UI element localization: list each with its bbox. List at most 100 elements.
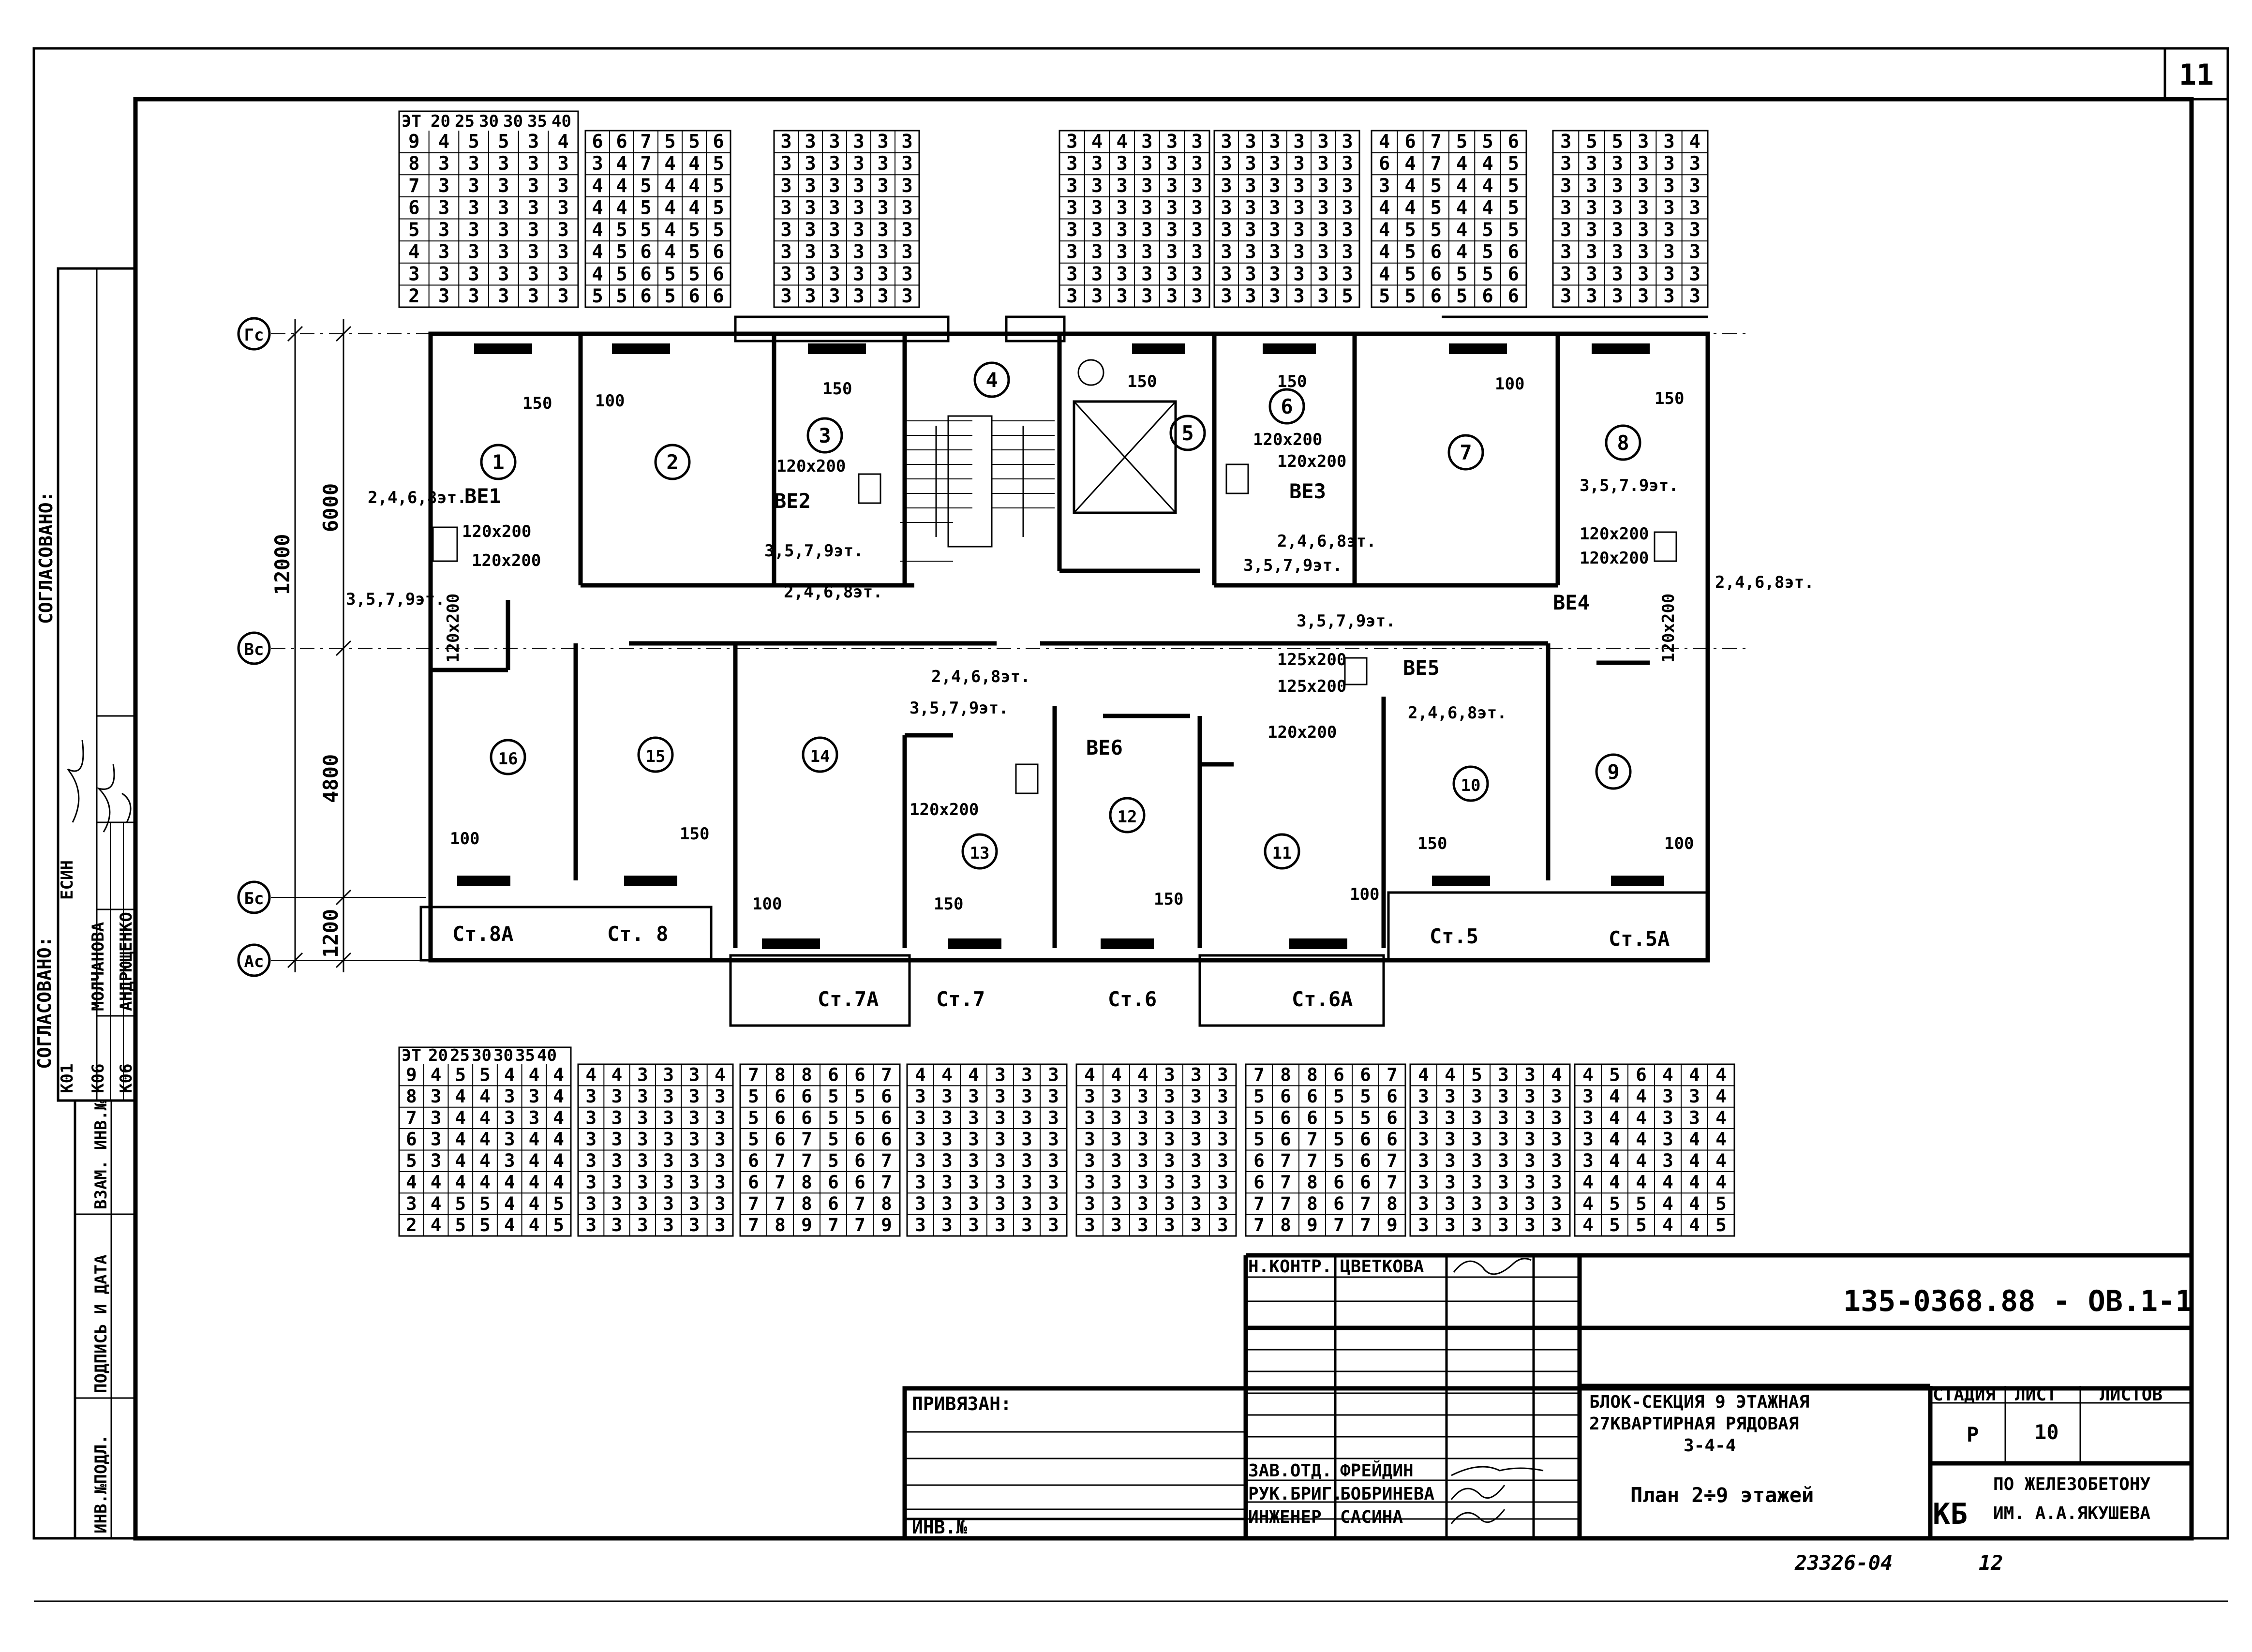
floor-table-bottom-cell: 3 <box>1418 1086 1429 1107</box>
floor-table-top-cell: 3 <box>1638 175 1649 197</box>
vent-duct <box>858 473 881 504</box>
floor-table-top-cell: 3 <box>1269 241 1280 263</box>
title-block: 135-0368.88 - ОВ.1-1 ПРИВЯЗАН: ИНВ.№ Н.К… <box>902 1253 2194 1541</box>
floor-table-top-cell: 5 <box>1586 131 1597 153</box>
floors-even-3: 2,4,6,8эт. <box>1277 532 1376 551</box>
floor-table-bottom-cell: 7 <box>854 1214 865 1235</box>
riser-dim-bottom-5: 150 <box>1154 890 1183 909</box>
floor-table-header: 35 <box>515 1046 535 1065</box>
floor-table-top-cell: 3 <box>1141 285 1152 307</box>
floor-table-bottom-cell: 4 <box>1662 1193 1673 1214</box>
stoyak-6: Ст.6 <box>1108 987 1157 1011</box>
floor-table-bottom-cell: 3 <box>689 1193 700 1214</box>
floor-table-top-cell: 6 <box>1508 285 1519 307</box>
floor-table-top-cell: 3 <box>1293 219 1304 241</box>
floor-table-top-cell: 6 <box>1508 241 1519 263</box>
floor-table-bottom-cell: 4 <box>479 1107 491 1128</box>
floor-table-top-cell: 3 <box>1612 175 1623 197</box>
floor-table-bottom-cell: 4 <box>1111 1064 1122 1086</box>
floor-table-bottom-cell: 3 <box>663 1064 674 1086</box>
floor-table-bottom-cell: 3 <box>663 1129 674 1150</box>
floor-table-bottom-cell: 4 <box>504 1064 515 1086</box>
floor-table-top-cell: 3 <box>1663 285 1674 307</box>
floor-table-bottom-cell: 3 <box>611 1086 623 1107</box>
approval-signature-2 <box>96 764 115 833</box>
floor-table-bottom-cell: 4 <box>1636 1086 1647 1107</box>
floor-table-bottom-cell: 5 <box>828 1107 839 1128</box>
floor-table-bottom-cell: 3 <box>1582 1086 1594 1107</box>
floor-table-top-cell: 3 <box>805 241 816 263</box>
floor-table-top-cell: 3 <box>1269 285 1280 307</box>
floor-table-bottom-cell: 9 <box>1387 1214 1398 1235</box>
floor-table-top-cell: 3 <box>1342 241 1353 263</box>
signature-zav-otd <box>1451 1466 1544 1476</box>
elevator-marker <box>1077 359 1104 386</box>
floor-table-bottom-cell: 6 <box>1307 1086 1318 1107</box>
floor-table-top-cell: 7 <box>1431 131 1442 153</box>
floor-table-top-cell: 3 <box>1560 175 1571 197</box>
floor-table-bottom-cell: 3 <box>1498 1107 1509 1128</box>
floor-table-bottom-cell: 4 <box>1662 1064 1673 1086</box>
floor-table-bottom-cell: 3 <box>637 1193 648 1214</box>
floor-table-bottom-cell: 3 <box>1551 1086 1562 1107</box>
floor-table-bottom-cell: 3 <box>1137 1150 1148 1171</box>
floor-table-top-cell: 5 <box>713 219 724 241</box>
floor-table-top-cell: 4 <box>1456 197 1467 219</box>
floor-table-bottom-cell: 8 <box>1307 1171 1318 1192</box>
floor-table-top-cell: 3 <box>1638 153 1649 175</box>
floor-table-top-cell: 5 <box>408 219 419 241</box>
floor-table-bottom-cell: 4 <box>968 1064 979 1086</box>
floor-table-bottom-cell: 3 <box>1021 1214 1032 1235</box>
floor-table-bottom-cell: 3 <box>1662 1107 1673 1128</box>
floor-table-bottom-cell: 9 <box>406 1064 417 1086</box>
floor-table-top-cell: 3 <box>557 153 568 175</box>
floor-table-bottom-cell: 3 <box>1445 1214 1456 1235</box>
radiators-bottom: 100 150 100 150 150 100 150 100 <box>450 824 1694 949</box>
floor-table-top-cell: 5 <box>1612 131 1623 153</box>
room-16-marker <box>490 739 526 775</box>
floor-table-bottom-cell: 4 <box>1715 1129 1727 1150</box>
floor-table-top-cell: 3 <box>1638 285 1649 307</box>
floor-table-bottom-cell: 3 <box>1498 1214 1509 1235</box>
floor-table-top-cell: 3 <box>1245 175 1256 197</box>
floor-table-top-cell: 3 <box>1066 131 1077 153</box>
floor-table-top-cell: 3 <box>438 219 449 241</box>
axis-label-as: Ас <box>244 952 264 971</box>
floor-table-top-cell: 6 <box>640 263 651 285</box>
floor-table-top-cell: 4 <box>438 131 449 153</box>
floor-table-top-cell: 3 <box>1638 263 1649 285</box>
floor-table-bottom-cell: 3 <box>663 1171 674 1192</box>
floor-table-bottom-cell: 3 <box>915 1171 926 1192</box>
stage-value: Р <box>1967 1423 1979 1446</box>
floor-table-top-cell: 3 <box>1689 175 1700 197</box>
radiator <box>1592 343 1650 354</box>
riser-dim-bottom-3: 100 <box>752 894 782 914</box>
floor-table-bottom-cell: 5 <box>1636 1214 1647 1235</box>
floor-table-top-cell: 3 <box>1221 131 1232 153</box>
floor-table-top-cell: 3 <box>557 263 568 285</box>
floor-table-top-cell: 3 <box>468 153 479 175</box>
floor-table-top-cell: 3 <box>1221 219 1232 241</box>
floor-table-top-cell: 3 <box>805 197 816 219</box>
floor-table-top-cell: 3 <box>1560 241 1571 263</box>
floor-table-top-cell: 3 <box>1191 285 1202 307</box>
floor-table-top-cell: 3 <box>592 153 603 175</box>
room-5-label: 5 <box>1181 421 1193 445</box>
floor-table-top-cell: 5 <box>713 197 724 219</box>
floor-table-bottom-cell: 3 <box>1021 1129 1032 1150</box>
radiator <box>457 876 510 886</box>
floor-table-bottom-cell: 3 <box>715 1129 726 1150</box>
room-8-marker <box>1605 424 1641 461</box>
floor-table-top-cell: 3 <box>1638 197 1649 219</box>
vent-unit-be3: ВЕ3 <box>1289 479 1326 503</box>
floor-table-top-cell: 5 <box>592 285 603 307</box>
floor-table-bottom-cell: 7 <box>1333 1214 1344 1235</box>
floor-table-top-cell: 3 <box>1091 263 1103 285</box>
room-1-marker <box>480 444 517 480</box>
floor-table-bottom-cell: 3 <box>1471 1086 1482 1107</box>
floor-table-top-cell: 5 <box>688 131 700 153</box>
floor-table-bottom-cell: 6 <box>1387 1086 1398 1107</box>
floor-table-top-cell: 5 <box>1431 219 1442 241</box>
floor-table-bottom-cell: 8 <box>801 1064 812 1086</box>
